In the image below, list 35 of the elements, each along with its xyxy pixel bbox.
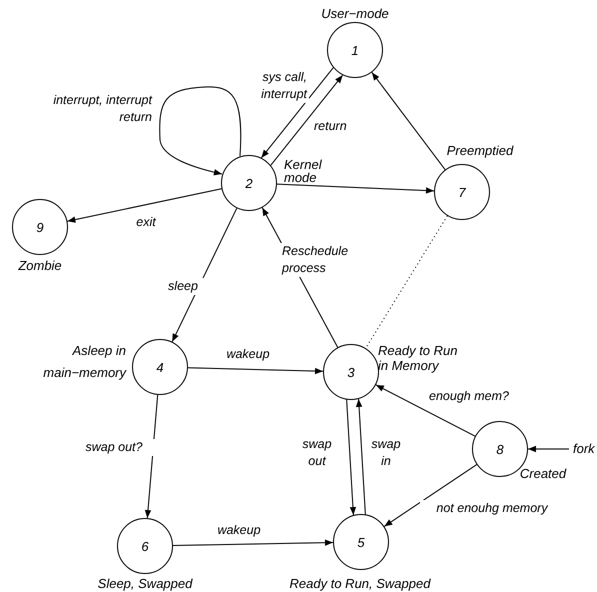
- arrow: [172, 539, 334, 546]
- start-label: fork: [573, 441, 595, 457]
- arrow: [159, 86, 242, 176]
- arrow: [66, 188, 222, 223]
- arrow: [384, 464, 478, 527]
- arrow: [270, 74, 344, 166]
- arrow: [276, 184, 435, 194]
- state-circle: [221, 155, 277, 211]
- state-label: Zombie: [17, 258, 63, 274]
- dotted-line: [365, 215, 448, 349]
- state-label: User−mode: [320, 6, 390, 22]
- arrow: [172, 208, 238, 342]
- state-label: Kernel mode: [284, 158, 323, 184]
- state-label: Created: [518, 466, 568, 482]
- state-number: 1: [351, 42, 359, 58]
- state-number: 5: [357, 534, 365, 550]
- arrow: [260, 67, 334, 158]
- state-number: 6: [141, 538, 149, 554]
- state-label: Ready to Run, Swapped: [288, 576, 432, 592]
- state-number: 8: [496, 442, 504, 456]
- state-number: 7: [458, 184, 466, 200]
- arrow: [188, 367, 324, 374]
- state-label: Ready to Run in Memory: [378, 343, 458, 373]
- state-number: 3: [347, 364, 355, 380]
- arrow: [528, 446, 570, 452]
- state-label: Sleep, Swapped: [96, 576, 194, 592]
- arrow: [346, 399, 356, 516]
- arrow: [371, 72, 446, 170]
- arrow: [375, 384, 476, 437]
- state-number: 4: [156, 360, 164, 374]
- arrow: [356, 398, 366, 515]
- state-label: Asleep in main−memory: [42, 342, 126, 382]
- state-number: 9: [36, 220, 44, 234]
- state-label: Preemptied: [446, 143, 514, 159]
- state-number: 2: [245, 176, 253, 190]
